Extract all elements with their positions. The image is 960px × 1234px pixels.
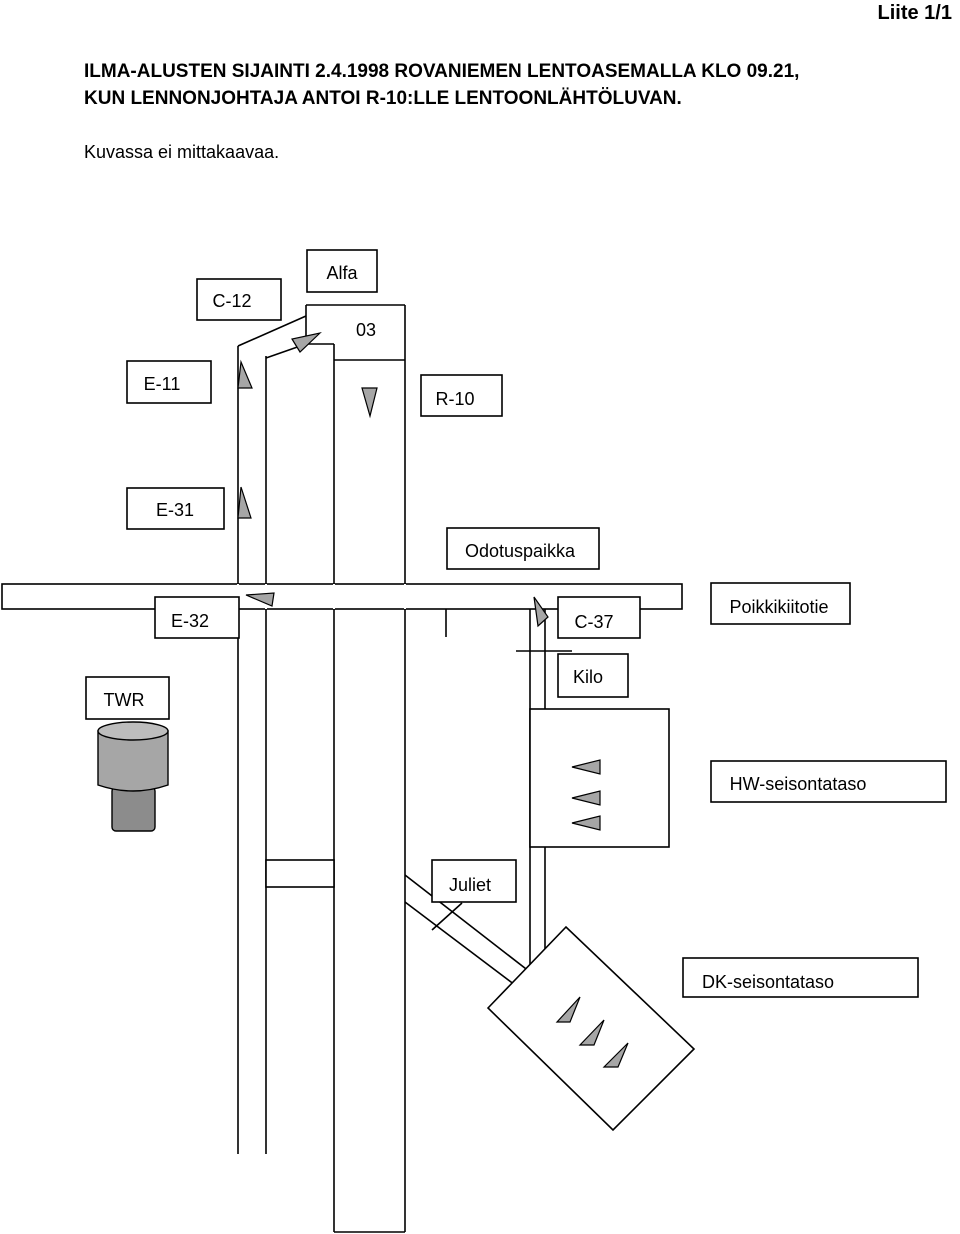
alfa-box — [306, 249, 378, 293]
connector-edge-1 — [237, 315, 307, 347]
label-r10: R-10 — [435, 389, 474, 409]
aircraft-icon-c12 — [291, 331, 322, 353]
label-c12: C-12 — [212, 291, 251, 311]
aircraft-icon-e31 — [237, 486, 252, 519]
appendix-label: Liite 1/1 — [877, 2, 952, 24]
juliet-connector — [265, 859, 335, 888]
aircraft-icon-e11 — [237, 359, 253, 389]
twr-box — [85, 676, 170, 720]
e11-box — [126, 360, 212, 404]
e31-box — [126, 487, 225, 530]
aircraft-icon-c37 — [533, 596, 549, 628]
aircraft-icon-hw-1 — [571, 759, 601, 775]
c12-box — [196, 278, 282, 321]
label-dk: DK-seisontataso — [702, 972, 834, 992]
label-hw: HW-seisontataso — [730, 774, 867, 794]
aircraft-icon-hw-3 — [571, 815, 601, 831]
aircraft-icon-dk-2 — [578, 1019, 605, 1046]
title-line-1: ILMA-ALUSTEN SIJAINTI 2.4.1998 ROVANIEME… — [84, 61, 800, 82]
hw-box — [710, 760, 947, 803]
label-e31: E-31 — [156, 500, 194, 520]
control-tower-icon — [97, 721, 169, 832]
e32-box — [154, 596, 240, 639]
juliet-edge-2 — [404, 901, 516, 986]
label-juliet: Juliet — [449, 875, 491, 895]
dk-apron — [486, 925, 696, 1132]
label-alfa: Alfa — [326, 263, 358, 283]
aircraft-icon-e32 — [245, 592, 275, 607]
label-03: 03 — [356, 320, 376, 340]
juliet-edge-1 — [404, 874, 531, 973]
odotuspaikka-box — [446, 527, 600, 570]
aircraft-icon-hw-2 — [571, 790, 601, 806]
dk-box — [682, 957, 919, 998]
aircraft-icon-dk-1 — [555, 996, 581, 1023]
title-line-2: KUN LENNONJOHTAJA ANTOI R-10:LLE LENTOON… — [84, 88, 682, 109]
hw-apron — [529, 708, 670, 848]
label-poikkikiitotie: Poikkikiitotie — [729, 597, 828, 617]
label-twr: TWR — [104, 690, 145, 710]
label-c37: C-37 — [574, 612, 613, 632]
label-e32: E-32 — [171, 611, 209, 631]
aircraft-icon-r10 — [361, 387, 378, 419]
label-odotuspaikka: Odotuspaikka — [465, 541, 576, 561]
kilo-box — [557, 653, 629, 698]
label-e11: E-11 — [144, 374, 181, 394]
c37-box — [557, 596, 641, 639]
juliet-hold-line — [431, 902, 463, 931]
poikkikiitotie-box — [710, 582, 851, 625]
aircraft-icon-dk-3 — [602, 1042, 629, 1068]
label-kilo: Kilo — [573, 667, 603, 687]
juliet-box — [431, 859, 517, 903]
scale-note: Kuvassa ei mittakaavaa. — [84, 142, 280, 162]
r10-box — [420, 374, 503, 417]
